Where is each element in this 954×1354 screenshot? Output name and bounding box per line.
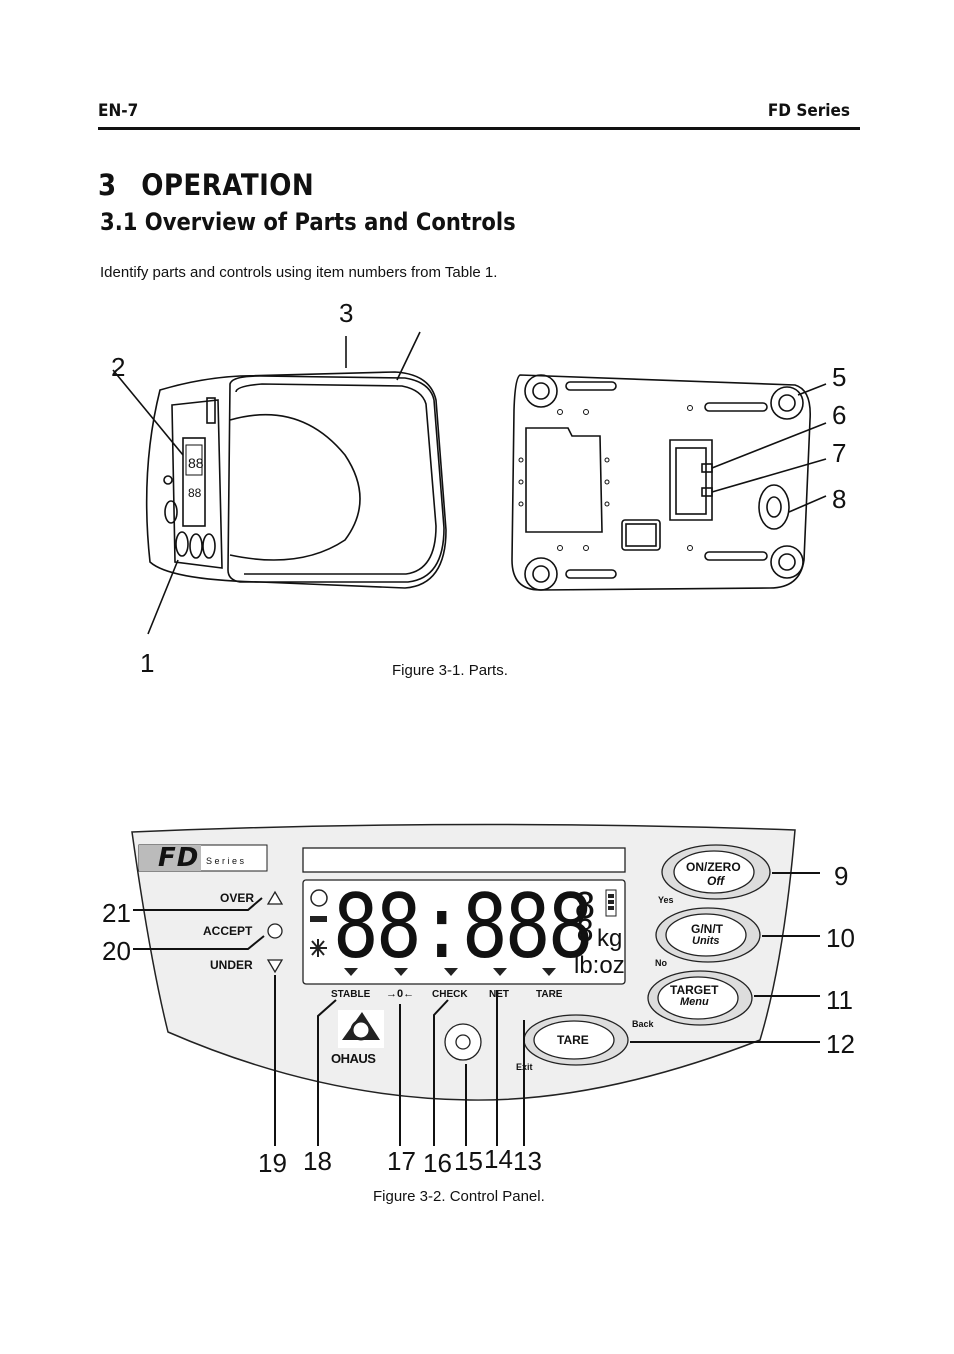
callout-7: 7 [832, 438, 847, 468]
lcd-small-digit-2: 8 [576, 914, 595, 949]
foot-tr [770, 386, 804, 420]
svg-text:88: 88 [188, 455, 204, 471]
back-label: Back [632, 1019, 654, 1029]
weighing-pan [227, 375, 445, 583]
callout-5: 5 [832, 362, 847, 392]
on-zero-label: ON/ZERO [686, 860, 741, 874]
callout-1: 1 [140, 648, 155, 678]
stable-label: STABLE [331, 989, 371, 1000]
gnt-label: G/N/T [691, 922, 723, 936]
on-zero-sub: Off [707, 874, 725, 888]
under-label: UNDER [210, 958, 253, 972]
callout-8: 8 [832, 484, 847, 514]
zero-label: →0← [386, 988, 415, 1000]
callout-13: 13 [513, 1146, 542, 1176]
callout-16: 16 [423, 1148, 452, 1178]
section-number: 3 [98, 168, 117, 202]
subsection-heading: 3.1 Overview of Parts and Controls [100, 208, 516, 236]
callout-21: 21 [102, 898, 131, 928]
callout-17: 17 [387, 1146, 416, 1176]
callout-10: 10 [826, 923, 855, 953]
tare-label: TARE [536, 989, 563, 1000]
gnt-sub: Units [692, 935, 720, 947]
no-label: No [655, 958, 667, 968]
intro-text: Identify parts and controls using item n… [100, 264, 498, 281]
page-number: EN-7 [98, 101, 139, 121]
tare-button-label: TARE [557, 1033, 589, 1047]
target-label: TARGET [670, 983, 719, 997]
callout-3: 3 [339, 298, 354, 328]
callout-6: 6 [832, 400, 847, 430]
foot-br [770, 545, 804, 579]
yes-label: Yes [658, 895, 674, 905]
figure-control-panel [131, 823, 820, 1146]
callout-11: 11 [826, 985, 853, 1015]
callout-9: 9 [834, 861, 849, 891]
target-sub: Menu [680, 996, 709, 1008]
unit-kg: kg [597, 925, 623, 952]
scale-base [145, 371, 447, 589]
series-title: FD Series [767, 101, 850, 121]
lcd-digits: 88:888 [333, 875, 593, 978]
control-panel-side [171, 399, 223, 569]
check-label: CHECK [432, 989, 468, 1000]
callout-18: 18 [303, 1146, 332, 1176]
accept-label: ACCEPT [203, 924, 253, 938]
section-heading: 3 OPERATION [98, 168, 314, 202]
callout-20: 20 [102, 936, 131, 966]
fd-brand: FD [158, 843, 200, 873]
lcd-small-digit: 8 [574, 886, 596, 927]
figure2-caption: Figure 3-2. Control Panel. [373, 1188, 545, 1205]
over-label: OVER [220, 891, 255, 905]
ohaus-logo-text: OHAUS [331, 1051, 376, 1066]
callout-19: 19 [258, 1148, 287, 1178]
series-label: S e r i e s [206, 856, 245, 866]
figure-parts: 88 88 [112, 331, 827, 635]
foot-bl [524, 557, 558, 591]
exit-label: Exit [516, 1062, 533, 1072]
callout-15: 15 [454, 1146, 483, 1176]
unit-lboz: lb:oz [574, 952, 625, 979]
callout-14: 14 [484, 1144, 513, 1174]
figure1-caption: Figure 3-1. Parts. [392, 662, 508, 679]
svg-text:88: 88 [188, 486, 202, 500]
callout-12: 12 [826, 1029, 855, 1059]
battery-cover [758, 484, 790, 530]
section-title: OPERATION [141, 168, 315, 202]
net-label: NET [489, 989, 509, 1000]
foot-tl [524, 374, 558, 408]
header-rule [98, 127, 860, 130]
scale-bottom [511, 374, 812, 591]
callout-2: 2 [111, 352, 126, 382]
